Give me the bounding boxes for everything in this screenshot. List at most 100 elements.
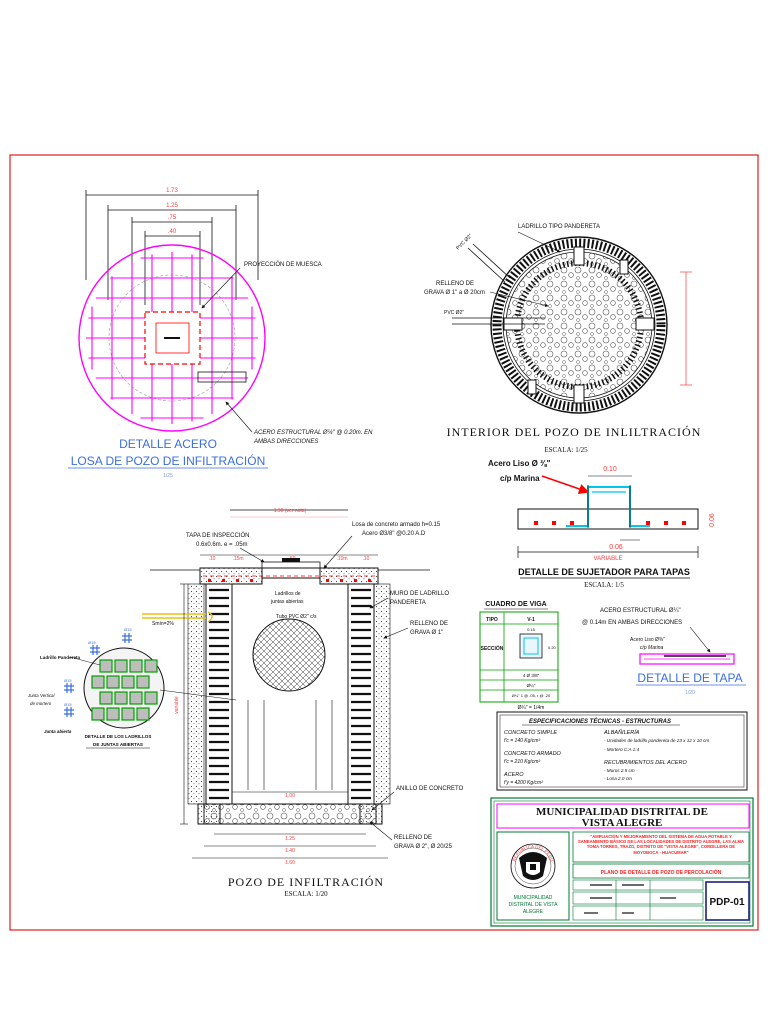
well-core	[505, 251, 653, 399]
slope-label: Smín=2%	[152, 621, 174, 627]
interior-detail: LADRILLO TIPO PANDERETA PVC Ø2" RELLENO …	[424, 224, 700, 454]
specs-box: ESPECIFICACIONES TÉCNICAS - ESTRUCTURAS …	[496, 711, 748, 791]
wall-detail-title-1: DETALLE DE LOS LADRILLOS	[85, 734, 152, 739]
beam-row-1: 4 Ø 3/8"	[523, 673, 540, 678]
pvc-label: Tubo PVC Ø2" c/s	[276, 614, 317, 620]
clamp-bar-label-2: c/p Marina	[500, 474, 540, 483]
spec-armado-val: f'c = 210 Kg/cm²	[504, 759, 540, 765]
specs-title: ESPECIFICACIONES TÉCNICAS - ESTRUCTURAS	[529, 717, 671, 725]
rebar-dot	[222, 579, 225, 582]
outer-fill-left	[187, 583, 205, 805]
spec-masonry-line-1: - Unidades de ladrillo pandereta de 23 x…	[604, 738, 709, 743]
brick	[121, 675, 135, 689]
steel-title-1: DETALLE ACERO	[119, 437, 217, 451]
projection-label: PROYECCIÓN DE MUESCA	[244, 261, 322, 268]
spec-acero-val: f'y = 4200 Kg/cm²	[504, 780, 543, 786]
outer-fill-right	[373, 583, 391, 805]
clamp-slab	[517, 508, 699, 530]
lid	[261, 567, 321, 579]
brick	[144, 659, 158, 673]
steel-scale: 1/25	[163, 473, 173, 479]
rebar-label-1: ACERO ESTRUCTURAL Ø¼" @ 0.20m. EN	[253, 430, 373, 436]
beam-footer: Ø¼" = 1/4m	[518, 705, 545, 711]
clamp-bar-label: Acero Liso Ø ⅜"	[488, 459, 551, 468]
brick	[114, 659, 128, 673]
brick	[91, 675, 105, 689]
ring-label: ANILLO DE CONCRETO	[396, 786, 464, 792]
spec-cover-line-2: - Losa 2.0 cm	[604, 776, 632, 781]
brick	[129, 691, 143, 705]
wall-label-2: PANDERETA	[390, 600, 426, 606]
lid-rebar-label-2: @ 0.14m EN AMBAS DIRECCIONES	[582, 620, 682, 626]
well-outer	[490, 236, 668, 414]
open-joint-label: Junta abierta	[44, 729, 72, 734]
clamp-dim-var: VARIABLE	[594, 556, 623, 562]
section-top-dim: 1.90 (ver nota)	[274, 508, 307, 514]
spec-acero-head: ACERO	[503, 772, 524, 778]
spec-cover-head: RECUBRIMIENTOS DEL ACERO	[604, 760, 687, 766]
plan-name: PLANO DE DETALLE DE POZO DE PERCOLACIÓN	[601, 868, 722, 876]
bottom-dim-3: 1.60	[285, 860, 295, 866]
wall-tag-4: Ø15	[64, 702, 72, 707]
spec-armado-head: CONCRETO ARMADO	[504, 751, 562, 757]
lid-rebar-label-1: ACERO ESTRUCTURAL Ø¼"	[600, 608, 681, 614]
steel-dim-1: 1.73	[166, 188, 178, 194]
fill-label-2: GRAVA Ø 1"	[410, 630, 443, 636]
bottom-dim-2: 1.40	[285, 848, 295, 854]
fill2-label-2: GRAVA Ø 2", Ø 20/25	[394, 844, 453, 850]
pvc-side-label: PVC Ø2"	[444, 310, 464, 316]
bricks-open-label-2: juntas abiertas	[270, 599, 304, 605]
seal-caption-1: MUNICIPALIDAD	[514, 895, 553, 901]
steel-dim-2: 1.25	[166, 203, 178, 209]
brick	[136, 675, 150, 689]
brick-ring	[492, 238, 666, 412]
clamp-bar	[566, 486, 650, 527]
brick	[99, 691, 113, 705]
rebar-dot	[664, 521, 668, 525]
project-name: "AMPLIACIÓN Y MEJORAMIENTO DEL SISTEMA D…	[577, 834, 745, 855]
fill2-label-1: RELLENO DE	[394, 835, 432, 841]
wall-label-1: MURO DE LADRILLO	[390, 591, 449, 597]
top-dim-1: .10	[209, 556, 216, 562]
rebar-dot	[326, 579, 329, 582]
beam-table-title: CUADRO DE VIGA	[485, 601, 546, 608]
wall-tag-2: Ø15	[124, 627, 132, 632]
brick	[121, 707, 135, 721]
rebar-dot	[208, 579, 211, 582]
lid-scale: 1/20	[685, 690, 695, 696]
sheet-frame	[9, 154, 759, 931]
beam-row-3: Ø¼" 1 @ .05, r @ .20	[512, 693, 551, 698]
steel-dim-3: .75	[168, 215, 177, 221]
brick	[136, 707, 150, 721]
rebar-dot	[250, 579, 253, 582]
slab-outline	[78, 244, 266, 432]
well-section: 1.90 (ver nota) TAPA DE INSPECCIÓN 0.6x0…	[142, 508, 464, 898]
ring-right	[359, 803, 383, 825]
interior-scale: ESCALA: 1/25	[544, 446, 588, 454]
pvc-mesh	[252, 618, 326, 692]
clamp-dim-top: 0.10	[603, 466, 617, 473]
municipal-seal: REPUBLICA DEL PERÚ	[510, 843, 556, 889]
ring-dim: 1.00	[285, 793, 295, 799]
bricks-open-label-1: Ladrillos de	[275, 591, 301, 597]
spec-simple-val: f'c = 140 Kg/cm²	[504, 738, 540, 744]
lid-title: DETALLE DE TAPA	[637, 671, 742, 685]
spec-simple-head: CONCRETO SIMPLE	[504, 730, 557, 736]
top-dim-5: .10	[363, 556, 370, 562]
rebar-dot	[368, 579, 371, 582]
top-dim-4: .10m	[336, 556, 347, 562]
ring-left	[197, 803, 221, 825]
steel-title-2: LOSA DE POZO DE INFILTRACIÓN	[71, 453, 265, 468]
beam-dim-w: 0.15	[527, 627, 536, 632]
clamp-title: DETALLE DE SUJETADOR PARA TAPAS	[518, 567, 690, 577]
depth-dim: variable	[174, 696, 180, 714]
slab-label-2: Acero Ø3/8" @0.20 A.D	[362, 531, 426, 537]
rebar-dot	[340, 579, 343, 582]
rebar-dot	[552, 521, 556, 525]
brick	[129, 659, 143, 673]
gravel-fill-label-2: GRAVA Ø 1" a Ø 20cm	[424, 290, 485, 296]
gravel-fill-label-1: RELLENO DE	[436, 281, 474, 287]
section-scale: ESCALA: 1/20	[284, 890, 328, 898]
sheet-code: PDP-01	[709, 897, 744, 908]
brick	[114, 691, 128, 705]
